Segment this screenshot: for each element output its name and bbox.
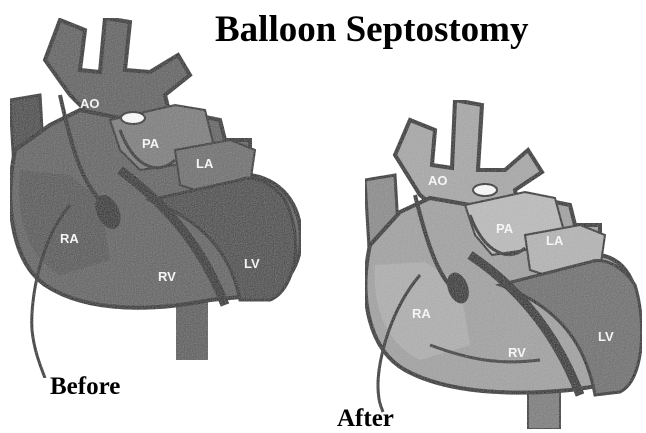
label-la-after: LA (546, 233, 564, 248)
caption-after: After (337, 405, 394, 433)
heart-after: AO PA LA RA RV LV (365, 100, 642, 429)
label-pa-after: PA (496, 221, 514, 236)
label-la-before: LA (196, 156, 214, 171)
label-rv-after: RV (508, 345, 526, 360)
diagram-title: Balloon Septostomy (215, 8, 575, 51)
aortic-arch-before (45, 18, 190, 120)
label-lv-after: LV (598, 329, 614, 344)
caption-before: Before (50, 373, 120, 401)
label-ra-after: RA (412, 306, 431, 321)
label-ao-before: AO (80, 96, 100, 111)
label-ra-before: RA (60, 231, 79, 246)
ductus-window-before (121, 112, 145, 124)
ductus-window-after (473, 184, 497, 196)
heart-before: AO PA LA RA RV LV (10, 18, 301, 378)
label-pa-before: PA (142, 136, 160, 151)
label-ao-after: AO (428, 173, 448, 188)
label-rv-before: RV (158, 269, 176, 284)
descending-aorta-before (176, 300, 208, 360)
label-lv-before: LV (244, 256, 260, 271)
